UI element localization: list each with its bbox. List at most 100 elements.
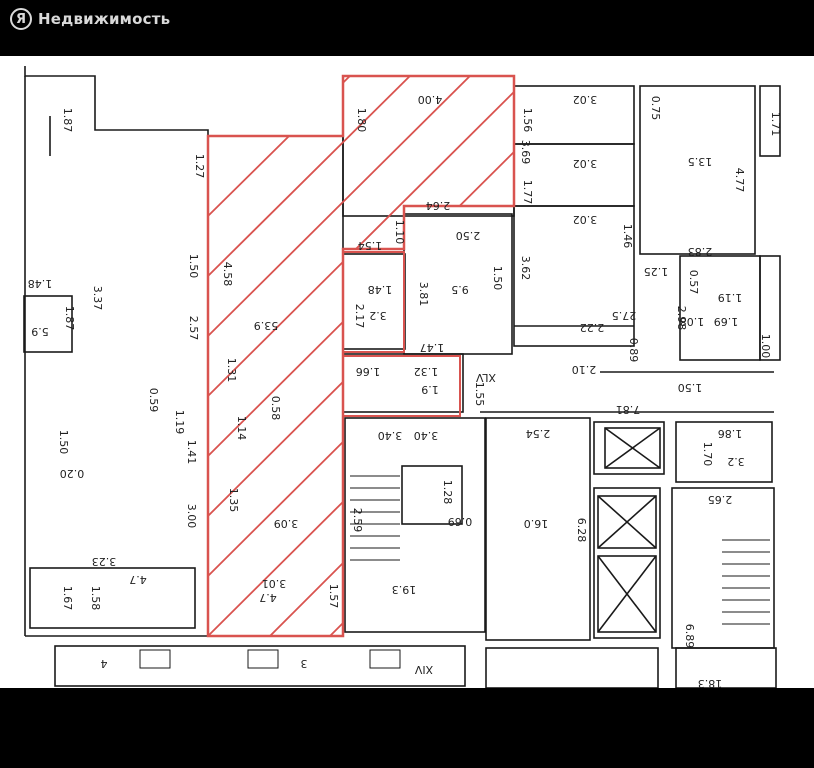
dimension-label: 1.54: [358, 239, 383, 252]
dimension-label: 1.28: [441, 480, 454, 505]
dimension-label: 1.10: [393, 220, 406, 245]
dimension-label: 4.7: [259, 591, 277, 604]
dimension-label: 2.17: [353, 304, 366, 329]
dimension-label: XLV: [476, 371, 496, 384]
dimension-label: 3.37: [91, 286, 104, 311]
dimension-label: 1.86: [718, 427, 743, 440]
dimension-label: 1.48: [368, 283, 393, 296]
dimension-label: 1.55: [473, 382, 486, 407]
dimension-label: 4.7: [129, 573, 147, 586]
dimension-label: 27.5: [612, 309, 637, 322]
stairs: [139, 475, 770, 669]
dimension-label: 0.57: [687, 270, 700, 295]
dimension-label: 1.14: [235, 416, 248, 441]
dimension-label: 3.09: [274, 517, 299, 530]
brand-title: Недвижимость: [38, 10, 171, 28]
dimension-label: 2.59: [351, 508, 364, 533]
dimension-label: 7.81: [616, 403, 641, 416]
dimension-label: 3.81: [417, 282, 430, 307]
dimension-label: 1.50: [678, 381, 703, 394]
dimension-label: 3.2: [369, 309, 387, 322]
dimension-label: 6.28: [575, 518, 588, 543]
dimension-label: 2.22: [580, 321, 605, 334]
dimension-label: 16.0: [524, 517, 549, 530]
yandex-logo-icon: Я: [10, 8, 32, 30]
dimension-label: 0.75: [649, 96, 662, 121]
dimension-label: 4.77: [733, 168, 746, 193]
dimension-label: 3.62: [519, 256, 532, 281]
dimension-label: 0.69: [448, 515, 473, 528]
dimension-label: 19.3: [392, 583, 417, 596]
dimension-label: 3: [301, 657, 308, 670]
dimension-label: 1.50: [57, 430, 70, 455]
dimension-label: 3.40: [414, 429, 439, 442]
dimension-label: 13.5: [688, 155, 713, 168]
dimension-label: 4: [101, 657, 108, 670]
dimension-label: 1.48: [28, 277, 53, 290]
dimension-label: 2.10: [572, 363, 597, 376]
dimension-label: 1.71: [769, 112, 782, 137]
dimension-label: 4.58: [221, 262, 234, 287]
dimension-label: 3.02: [573, 93, 598, 106]
dimension-label: 1.00: [759, 334, 772, 359]
dimension-label: 1.41: [185, 440, 198, 465]
floor-plan: 4.00 1.80 1.56 3.02 0.75 1.71 1.87 3.69 1.27 1.77…: [0, 56, 814, 690]
dimension-label: 1.25: [644, 265, 669, 278]
dimension-label: 2.64: [426, 199, 451, 212]
dimension-label: 4.00: [418, 93, 443, 106]
dimension-label: 1.58: [89, 586, 102, 611]
dimension-label: 1.50: [491, 266, 504, 291]
dimension-label: 1.66: [356, 365, 381, 378]
dimension-label: 2.83: [688, 245, 713, 258]
dimension-label: 3.40: [378, 429, 403, 442]
dimension-label: 1.27: [193, 154, 206, 179]
app-header: Я Недвижимость: [0, 0, 814, 56]
dimension-label: 0.59: [147, 388, 160, 413]
dimension-label: 2.54: [526, 427, 551, 440]
dimension-label: 2.98: [675, 306, 688, 331]
dimension-label: 1.46: [621, 224, 634, 249]
dimension-label: 3.2: [727, 455, 745, 468]
dimension-label: 1.67: [61, 586, 74, 611]
dimension-label: 1.87: [63, 306, 76, 331]
dimension-label: 5.9: [31, 325, 49, 338]
dimension-label: 0.58: [269, 396, 282, 421]
dimension-label: XIV: [414, 663, 433, 676]
dimension-label: 1.77: [521, 180, 534, 205]
dimension-label: 3.69: [519, 140, 532, 165]
dimension-label: 1.08: [680, 315, 705, 328]
dimension-label: 1.70: [701, 442, 714, 467]
dimension-label: 2.65: [708, 493, 733, 506]
dimension-label: 1.47: [420, 341, 445, 354]
dimension-label: 1.31: [225, 358, 238, 383]
dimension-label: 3.02: [573, 213, 598, 226]
dimension-label: 1.19: [718, 291, 743, 304]
dimension-label: 1.50: [187, 254, 200, 279]
dimension-label: 1.32: [414, 365, 439, 378]
dimension-label: 3.02: [573, 157, 598, 170]
walls: [23, 66, 781, 689]
dimension-label: 1.9: [421, 383, 439, 396]
dimension-label: 1.69: [714, 315, 739, 328]
dimension-label: 6.89: [683, 624, 696, 649]
dimension-label: 9.5: [451, 283, 469, 296]
dimension-label: 2.50: [456, 229, 481, 242]
dimension-label: 3.01: [262, 577, 287, 590]
dimension-label: 1.35: [227, 488, 240, 513]
dimension-label: 3.00: [185, 504, 198, 529]
dimension-label: 1.80: [355, 108, 368, 133]
dimension-label: 1.19: [173, 410, 186, 435]
dimension-label: 1.56: [521, 108, 534, 133]
dimension-label: 1.57: [327, 584, 340, 609]
dimension-labels: 4.00 1.80 1.56 3.02 0.75 1.71 1.87 3.69 1.27 1.77…: [28, 93, 782, 690]
dimension-label: 1.87: [61, 108, 74, 133]
dimension-label: 0.89: [627, 338, 640, 363]
dimension-label: 53.9: [254, 319, 279, 332]
floor-plan-drawing: 4.00 1.80 1.56 3.02 0.75 1.71 1.87 3.69 1.27 1.77…: [23, 66, 782, 690]
dimension-label: 18.3: [698, 677, 723, 688]
bottom-bar: [0, 688, 814, 768]
dimension-label: 0.20: [60, 467, 85, 480]
dimension-label: 2.57: [187, 316, 200, 341]
brand-logo[interactable]: Я Недвижимость: [10, 8, 170, 30]
dimension-label: 3.23: [92, 555, 117, 568]
